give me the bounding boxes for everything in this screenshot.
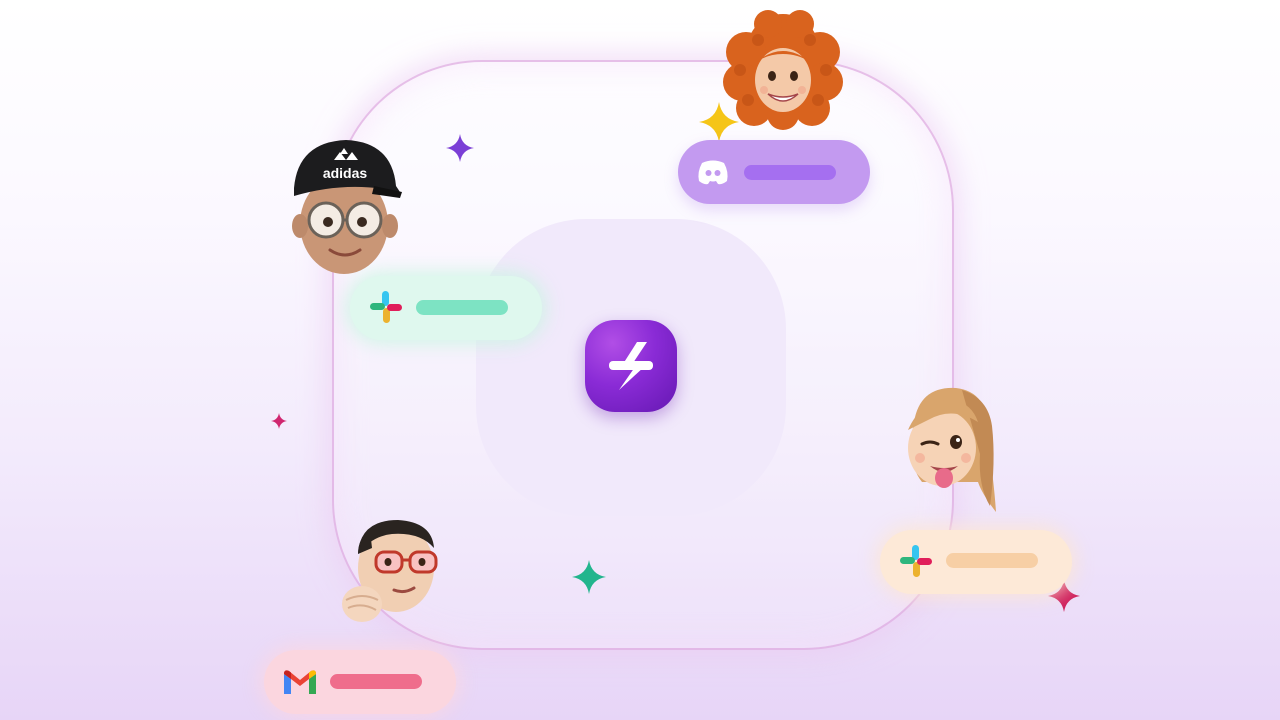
message-placeholder-bar [744, 165, 836, 180]
slack-message-pill [880, 530, 1072, 594]
slack-icon [370, 291, 402, 323]
avatar-cap-glasses: adidas [292, 140, 402, 274]
message-placeholder-bar [946, 553, 1038, 568]
avatar-pink-glasses [342, 520, 438, 622]
app-logo-icon [585, 320, 677, 412]
slack-icon [900, 545, 932, 577]
sparkle-icon [1048, 580, 1080, 612]
discord-icon [698, 160, 728, 185]
sparkle-icon [446, 134, 474, 162]
message-placeholder-bar [416, 300, 508, 315]
discord-message-pill [678, 140, 870, 204]
gmail-message-pill [264, 650, 456, 714]
sparkle-icon [572, 560, 606, 594]
slack-message-pill [350, 276, 542, 340]
avatar-blonde-wink [908, 387, 996, 512]
sparkle-icon [271, 413, 287, 429]
gmail-icon [284, 670, 316, 694]
message-placeholder-bar [330, 674, 422, 689]
avatar-curly-hair [723, 10, 843, 130]
sparkle-icon [699, 102, 739, 142]
cap-logo-text: adidas [323, 165, 368, 181]
